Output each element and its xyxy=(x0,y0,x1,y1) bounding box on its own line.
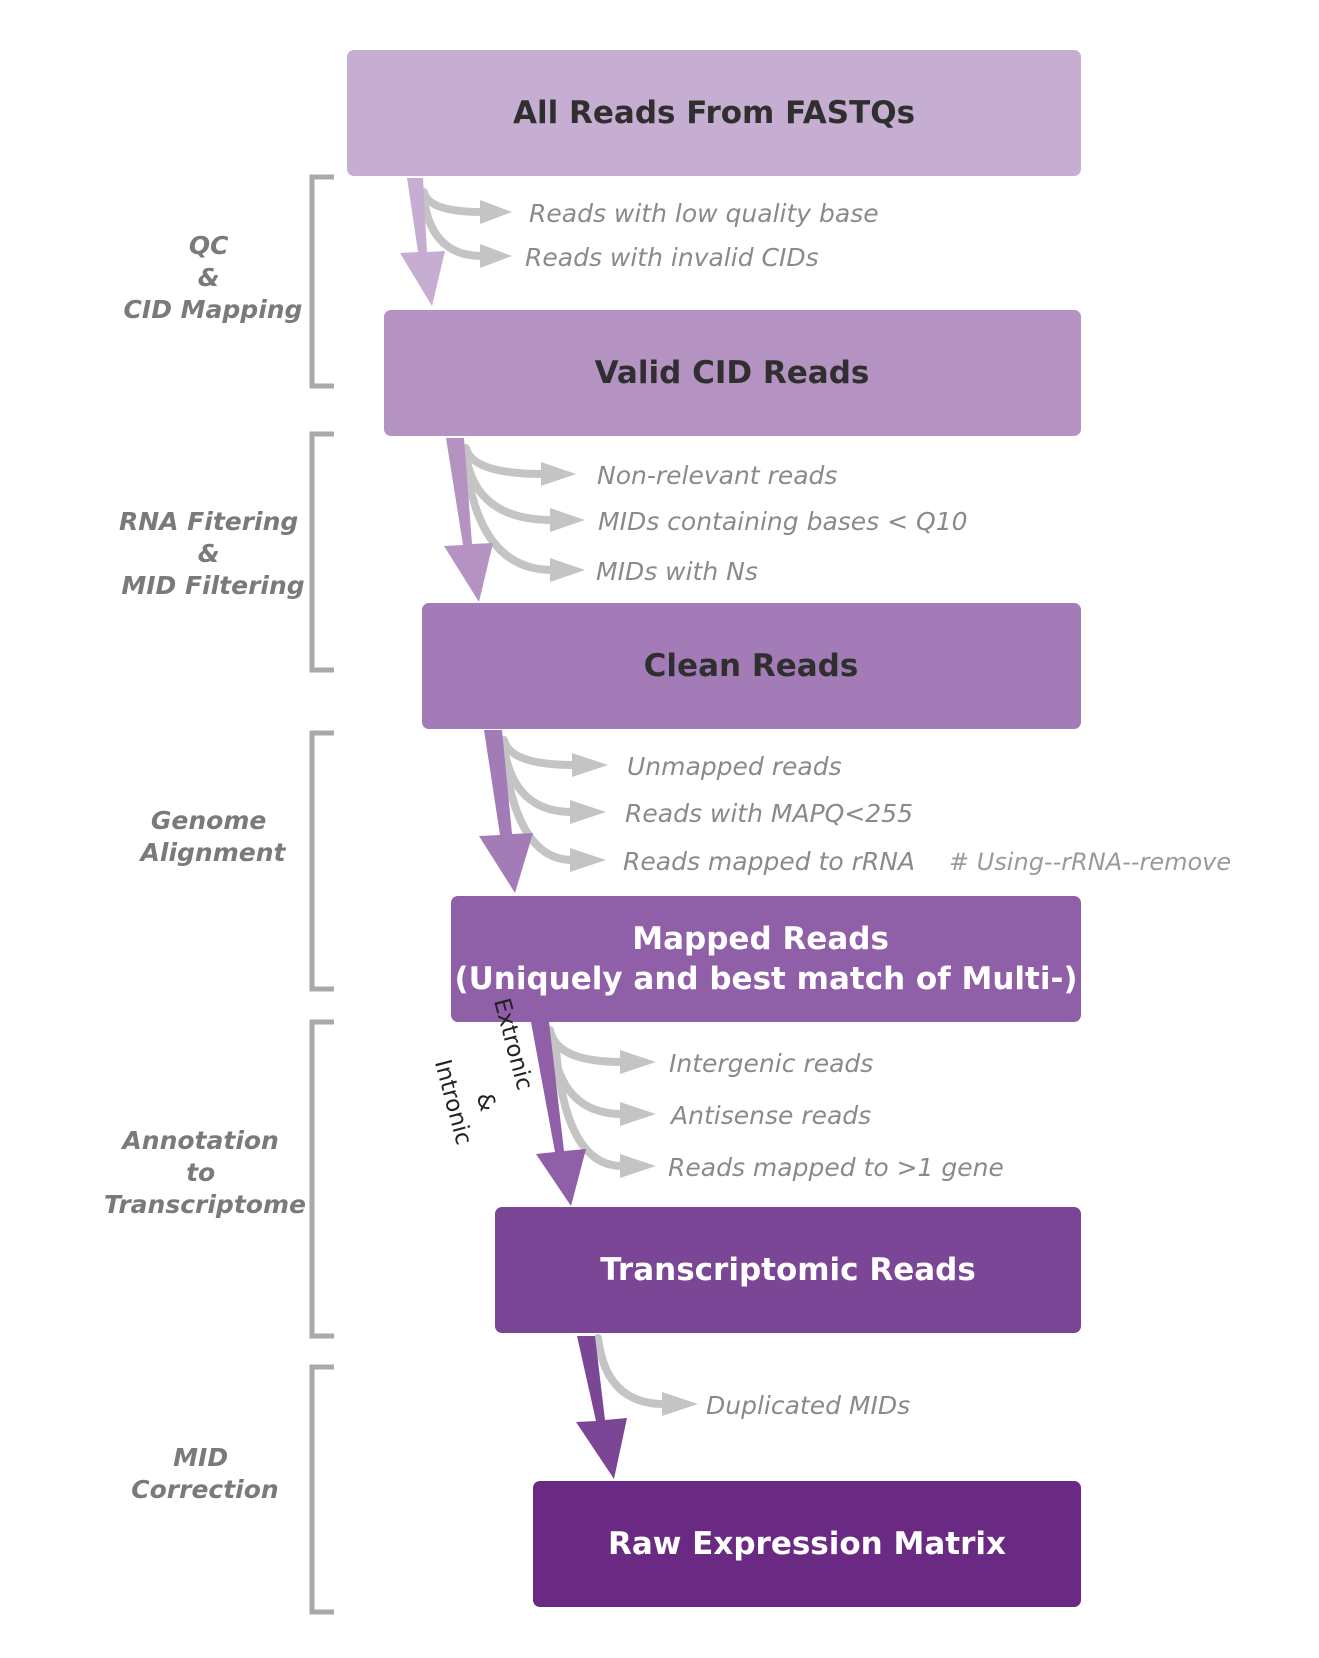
box-mapped-reads-label: Mapped Reads (Uniquely and best match of… xyxy=(454,921,1077,997)
filter-arrow xyxy=(546,1026,626,1066)
bracket-genome-alignment xyxy=(309,730,334,992)
filter-arrow xyxy=(462,444,547,478)
stage-label-annotation: Annotation to Transcriptome xyxy=(104,1126,306,1219)
box-all-reads-bg xyxy=(347,50,1081,176)
box-mapped-reads-line: (Uniquely and best match of Multi-) xyxy=(454,961,1077,997)
filter-label-mapq: Reads with MAPQ<255 xyxy=(625,799,913,828)
flow-arrow-1 xyxy=(400,178,445,306)
filter-arrow-head xyxy=(480,244,512,268)
filter-label-intergenic: Intergenic reads xyxy=(669,1049,873,1078)
box-mapped-reads: Mapped Reads (Uniquely and best match of… xyxy=(451,896,1081,1022)
filter-arrow xyxy=(500,736,578,769)
filter-label-mids-q10: MIDs containing bases < Q10 xyxy=(598,507,968,536)
stage-label-line: MID xyxy=(173,1443,228,1472)
box-raw-expression-matrix: Raw Expression Matrix xyxy=(533,1481,1081,1607)
filter-label-multi-gene: Reads mapped to >1 gene xyxy=(668,1153,1004,1182)
filter-label-non-relevant: Non-relevant reads xyxy=(597,461,837,490)
stage-labels: QC & CID Mapping RNA Fitering & MID Filt… xyxy=(104,231,307,1504)
filter-arrow-head xyxy=(620,1154,656,1178)
rotated-label-intronic: Intronic xyxy=(429,1057,477,1148)
filter-arrow-head xyxy=(570,800,606,824)
filter-arrow xyxy=(462,460,556,574)
flow-arrow-2 xyxy=(444,438,493,602)
stage-label-line: Annotation xyxy=(120,1126,278,1155)
stage-label-line: Alignment xyxy=(139,838,287,867)
filter-label-unmapped: Unmapped reads xyxy=(627,752,842,781)
filter-arrows-stage-5 xyxy=(594,1334,698,1416)
stage-label-genome-alignment: Genome Alignment xyxy=(139,806,287,867)
filter-arrows-stage-3 xyxy=(500,736,608,872)
filter-arrow xyxy=(420,196,486,260)
box-all-reads: All Reads From FASTQs xyxy=(347,50,1081,176)
stage-label-line: to xyxy=(186,1158,215,1187)
filter-arrow xyxy=(420,188,486,216)
filter-label-mids-ns: MIDs with Ns xyxy=(596,557,758,586)
stage-label-line: Transcriptome xyxy=(104,1190,306,1219)
bracket-mid-correction xyxy=(309,1364,334,1615)
flow-arrow-3 xyxy=(479,730,533,893)
stage-label-line: CID Mapping xyxy=(124,295,303,324)
filter-label-invalid-cids: Reads with invalid CIDs xyxy=(525,243,819,272)
box-mapped-reads-bg xyxy=(451,896,1081,1022)
stage-label-line: & xyxy=(198,539,220,568)
box-valid-cid-reads-label: Valid CID Reads xyxy=(595,355,870,391)
stage-label-line: & xyxy=(198,263,220,292)
filter-arrow xyxy=(594,1334,668,1408)
stage-label-line: Genome xyxy=(151,806,266,835)
filter-arrow-head xyxy=(620,1102,656,1126)
box-all-reads-label: All Reads From FASTQs xyxy=(513,95,915,131)
stage-label-line: RNA Fitering xyxy=(119,507,298,536)
bracket-rna-filtering xyxy=(309,431,334,673)
bracket-annotation xyxy=(309,1019,334,1339)
filter-arrows-stage-4 xyxy=(546,1026,656,1178)
filter-labels: Reads with low quality base Reads with i… xyxy=(525,199,1231,1420)
pipeline-boxes: All Reads From FASTQs Valid CID Reads Cl… xyxy=(347,50,1081,1607)
filter-label-low-quality: Reads with low quality base xyxy=(529,199,879,228)
filter-arrow xyxy=(552,1046,626,1170)
filter-arrows-stage-2 xyxy=(462,444,585,582)
filter-arrow-head xyxy=(550,558,585,582)
box-raw-expression-matrix-bg xyxy=(533,1481,1081,1607)
box-transcriptomic-reads-bg xyxy=(495,1207,1081,1333)
stage-label-line: Correction xyxy=(131,1475,278,1504)
stage-label-line: MID Filtering xyxy=(121,571,304,600)
note-rrna-remove: # Using--rRNA--remove xyxy=(949,848,1231,876)
filter-arrow-head xyxy=(662,1392,698,1416)
bracket-qc xyxy=(309,174,334,389)
filter-label-antisense: Antisense reads xyxy=(669,1101,871,1130)
stage-label-rna-filtering: RNA Fitering & MID Filtering xyxy=(119,507,307,600)
box-mapped-reads-line: Mapped Reads xyxy=(632,921,889,957)
flow-arrow-4 xyxy=(531,1022,586,1206)
filter-label-duplicated-mids: Duplicated MIDs xyxy=(706,1391,910,1420)
box-valid-cid-reads-bg xyxy=(384,310,1081,436)
filter-label-rrna: Reads mapped to rRNA xyxy=(623,847,915,876)
filter-arrow-head xyxy=(480,200,512,224)
stage-label-line: QC xyxy=(189,231,229,260)
filter-arrow-head xyxy=(572,753,608,777)
stage-brackets xyxy=(309,174,334,1615)
box-transcriptomic-reads-label: Transcriptomic Reads xyxy=(600,1252,976,1288)
box-clean-reads-bg xyxy=(422,603,1081,729)
filter-arrow-head xyxy=(541,462,576,486)
box-clean-reads: Clean Reads xyxy=(422,603,1081,729)
box-clean-reads-label: Clean Reads xyxy=(644,648,859,684)
filter-arrows xyxy=(420,188,698,1416)
filter-arrow-head xyxy=(620,1050,656,1074)
rotated-label-ampersand: & xyxy=(471,1090,501,1114)
filter-arrows-stage-1 xyxy=(420,188,512,268)
filter-arrow-head xyxy=(550,508,585,532)
box-valid-cid-reads: Valid CID Reads xyxy=(384,310,1081,436)
main-flow-arrows xyxy=(400,178,627,1479)
flow-arrow-5 xyxy=(576,1336,627,1479)
stage-label-mid-correction: MID Correction xyxy=(131,1443,278,1504)
filter-arrow-head xyxy=(570,848,606,872)
box-raw-expression-matrix-label: Raw Expression Matrix xyxy=(608,1526,1006,1562)
box-transcriptomic-reads: Transcriptomic Reads xyxy=(495,1207,1081,1333)
stage-label-qc: QC & CID Mapping xyxy=(124,231,303,324)
